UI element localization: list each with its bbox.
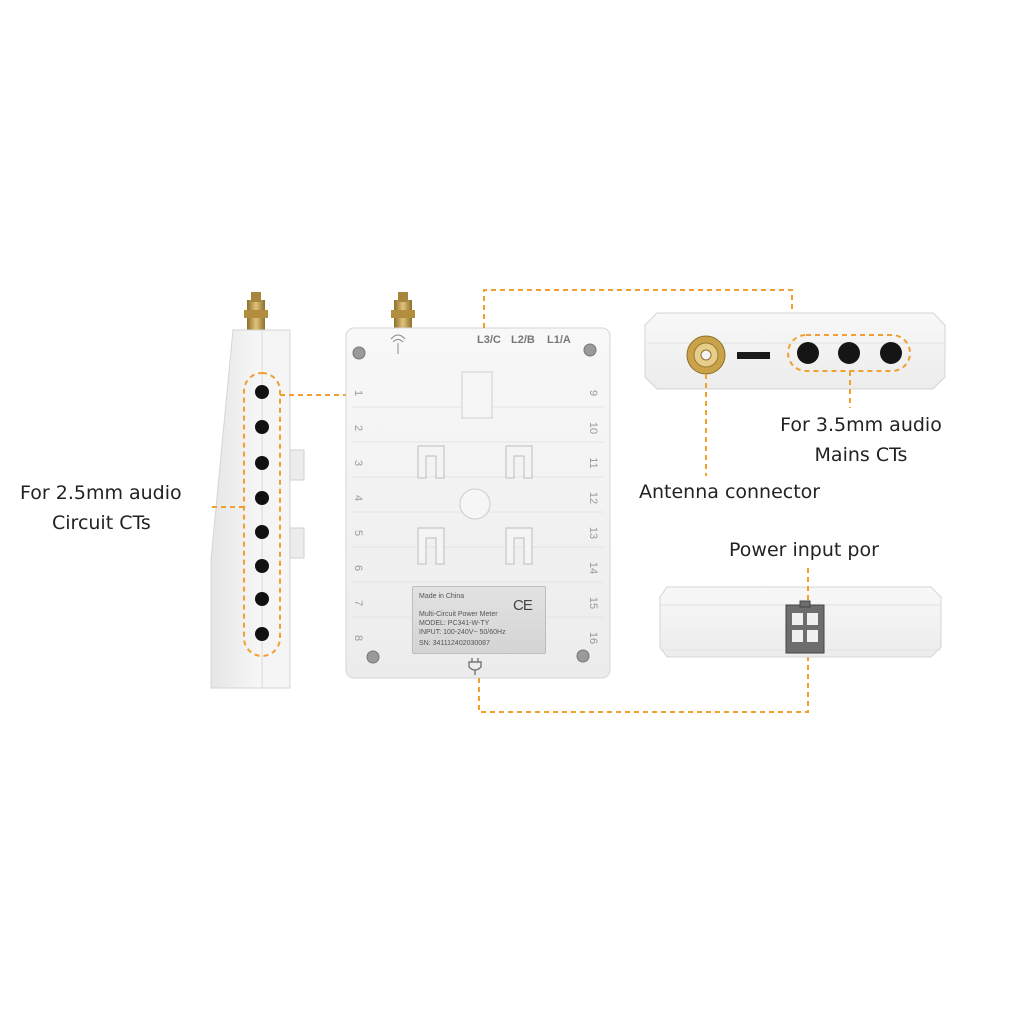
product-label: Made in China CE Multi-Circuit Power Met…	[412, 586, 546, 654]
antenna-callout: Antenna connector	[639, 481, 821, 503]
circuit-ct-callout-line2: Circuit CTs	[52, 512, 151, 534]
phase-label-l3: L3/C	[477, 334, 501, 346]
channel-6: 6	[352, 564, 364, 572]
channel-4: 4	[352, 494, 364, 502]
side-antenna-connector	[244, 292, 268, 330]
plug-icon	[468, 658, 482, 675]
channel-9: 9	[587, 389, 599, 397]
screws	[352, 343, 597, 664]
channel-5: 5	[352, 529, 364, 537]
channel-1: 1	[352, 389, 364, 397]
label-product: Multi-Circuit Power Meter	[419, 611, 498, 618]
label-model: MODEL: PC341-W-TY	[419, 620, 490, 627]
channel-3: 3	[352, 459, 364, 467]
label-input: INPUT: 100-240V~ 50/60Hz	[419, 629, 506, 636]
circuit-ct-highlight	[243, 372, 281, 657]
mains-ct-highlight	[787, 334, 911, 372]
mains-ct-jacks	[797, 342, 902, 364]
phase-label-l2: L2/B	[511, 334, 535, 346]
top-view-device	[644, 312, 946, 390]
mains-ct-callout-line2: Mains CTs	[814, 444, 908, 466]
channel-10: 10	[587, 421, 599, 435]
power-callout: Power input por	[729, 539, 879, 561]
circuit-ct-callout: For 2.5mm audio Circuit CTs	[20, 478, 182, 538]
channel-16: 16	[587, 631, 599, 645]
label-made-in: Made in China	[419, 593, 465, 600]
antenna-icon	[390, 334, 406, 354]
ce-mark: CE	[513, 597, 533, 614]
bottom-view-device	[659, 586, 942, 658]
mains-ct-callout-line1: For 3.5mm audio	[780, 414, 942, 436]
phase-label-l1: L1/A	[547, 334, 571, 346]
channel-8: 8	[352, 634, 364, 642]
channel-2: 2	[352, 424, 364, 432]
antenna-connector-face	[686, 335, 726, 375]
label-sn: SN: 341112402030087	[419, 640, 490, 647]
front-antenna-connector	[391, 292, 415, 328]
power-connector	[785, 600, 825, 654]
circuit-ct-callout-line1: For 2.5mm audio	[20, 482, 182, 504]
channel-14: 14	[587, 561, 599, 575]
channel-7: 7	[352, 599, 364, 607]
channel-11: 11	[587, 457, 599, 469]
channel-12: 12	[587, 491, 599, 505]
mains-ct-callout: For 3.5mm audio Mains CTs	[776, 410, 946, 470]
side-view-device	[210, 292, 305, 689]
circuit-ct-jacks	[255, 385, 269, 641]
channel-13: 13	[587, 526, 599, 540]
channel-15: 15	[587, 596, 599, 610]
